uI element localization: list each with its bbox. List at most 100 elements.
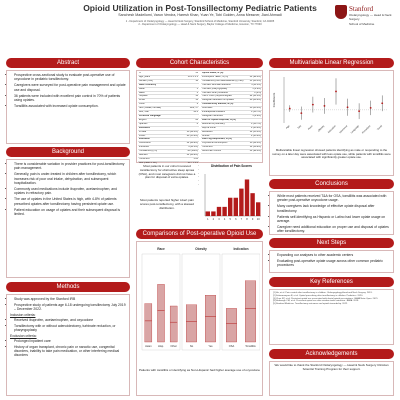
comparison-panel-title: Indication (233, 247, 248, 251)
cohort-row-label: Plan for Opioid Disposal, N (%) (201, 118, 248, 123)
cohort-row-label: English (138, 118, 178, 123)
cohort-row-label: Caregiver education on opiates (201, 98, 248, 104)
cohort-row-label: Prescription Taken, N (%) (201, 75, 248, 80)
references-heading: Key References (269, 277, 394, 287)
comparison-group-label: Asian (145, 344, 152, 348)
logo-department: Otolaryngology — Head & Neck Surgery (349, 13, 392, 21)
comparison-bar (169, 305, 178, 343)
regression-point (311, 103, 314, 106)
cohort-row-label: Good Pain Control (201, 149, 248, 155)
cohort-row-value: 34 (94.4%) (247, 149, 262, 155)
cohort-row: Prescription Taken, N (%)34 (94.4%) (201, 75, 262, 80)
cohort-row-value: 20 (55.6%) (177, 134, 199, 139)
cohort-row: Indication (138, 137, 199, 143)
pain-tick-label: 4 (224, 217, 226, 221)
inclusion-item: Received ibuprofen, acetaminophen, and o… (14, 318, 126, 322)
cohort-row: Tonsillectomy (%)36 (100%) (138, 149, 199, 155)
cohort-row-label: Insurance (138, 126, 178, 131)
pain-tick-label: 7 (241, 217, 243, 221)
cohort-row-value (177, 126, 199, 131)
reference-item: [5] Stanford Medicine. Tonsillectomy out… (273, 303, 348, 306)
cohort-row-value: 4 (11.1%) (177, 145, 199, 151)
conclusion-bullet: While most patients received T&A for OSA… (277, 194, 390, 203)
pain-tick-label: 9 (252, 217, 254, 221)
comparisons-caption: Patients with tonsillitis or identifying… (139, 368, 260, 373)
cohort-table-right: Opioid Rates, N (%)Prescription Taken, N… (201, 72, 262, 155)
methods-bullet: Study was approved by the Stanford IRB (14, 297, 126, 301)
comparisons-heading: Comparisons of Post-operative Opioid Use (136, 229, 263, 239)
cohort-row-value: 16 (44.4%) (177, 130, 199, 135)
comparison-group-label: No (190, 344, 194, 348)
comparison-bar (157, 284, 165, 343)
cohort-row-value: 91.6 (177, 110, 199, 115)
regression-tick-label: Language (350, 124, 360, 134)
acknowledgements-box: We would like to thank the Stanford Otol… (269, 361, 394, 396)
acknowledgements-heading: Acknowledgements (269, 349, 394, 359)
pain-bar (239, 188, 244, 216)
regression-tick-label: Age (285, 124, 291, 130)
pain-tick-label: 3 (218, 217, 220, 221)
logo-school: School of Medicine (349, 22, 375, 26)
cohort-row-label: Opioid Rates, N (%) (201, 72, 248, 76)
cohort-row-label: T&A with other procedure (201, 91, 248, 96)
regression-point (323, 105, 326, 107)
cohort-row: Sex (%Male, Female)19/0, 17 (138, 106, 199, 112)
reference-item: [4] Harbaugh CM, et al. Persistent opioi… (273, 300, 359, 303)
regression-tick-label: Tonsil (376, 124, 383, 131)
next-step-bullet: Evaluating post-operative opiate usage a… (277, 259, 390, 268)
cohort-row-value (177, 114, 199, 119)
cohort-row-label: Other (138, 102, 178, 108)
regression-point (346, 106, 349, 109)
abstract-bullet: Caregivers were surveyed for post-operat… (14, 83, 126, 92)
cohort-note-2: Most patients reported higher Likert pai… (136, 198, 198, 224)
background-heading: Background (6, 147, 130, 157)
pain-tick-label: 6 (235, 217, 237, 221)
regression-caption: Multivariable linear regression showed p… (272, 148, 391, 160)
cohort-row: Race / Ethnicity (138, 83, 199, 88)
comparison-group-label: Tonsillitis (245, 344, 256, 348)
cohort-row-label: N (138, 72, 178, 76)
inclusion-title: Inclusion criteria: (10, 313, 36, 318)
cohort-row-value: 13 (177, 94, 199, 100)
cohort-row: Tonsillectomy with adenoidectomy (T&A)31… (201, 79, 262, 84)
cohort-row-label: Intracapsular/coblation (201, 110, 248, 115)
cohort-row-value (177, 137, 199, 143)
cohort-row-value: 12 (33.3%) (247, 130, 262, 135)
regression-point (381, 102, 384, 105)
cohort-row-label: Tonsillectomy Method, N (%) (201, 102, 248, 108)
cohort-row: Tonsillectomy Method, N (%) (201, 102, 262, 108)
pain-chart-title: Distribution of Pain Scores (211, 164, 252, 168)
stanford-tree-icon (335, 5, 347, 19)
cohort-row-label: Preferred Language (138, 114, 178, 119)
cohort-row-label: Tonsillectomy with adenoidectomy (T&A) (201, 79, 248, 84)
cohort-row-value: 36 (100%) (177, 149, 199, 155)
regression-point (335, 90, 337, 93)
background-box: There is considerable variation in provi… (6, 159, 130, 278)
pain-tick-label: 2 (213, 217, 215, 221)
cohort-row-value: 2 (177, 102, 199, 108)
cohort-row-value: 6 (16.7%) (247, 110, 262, 115)
pain-bar (244, 179, 250, 216)
comparison-bar (245, 280, 256, 343)
cohort-row-label: Asian (138, 87, 178, 92)
cohort-row-label: Sex (%Male, Female) (138, 106, 178, 112)
regression-heading: Multivariable Linear Regression (269, 58, 394, 68)
next-step-bullet: Expanding our analyses to other academic… (277, 253, 390, 257)
next-steps-box: Expanding our analyses to other academic… (269, 250, 394, 273)
pain-bar (222, 206, 227, 216)
